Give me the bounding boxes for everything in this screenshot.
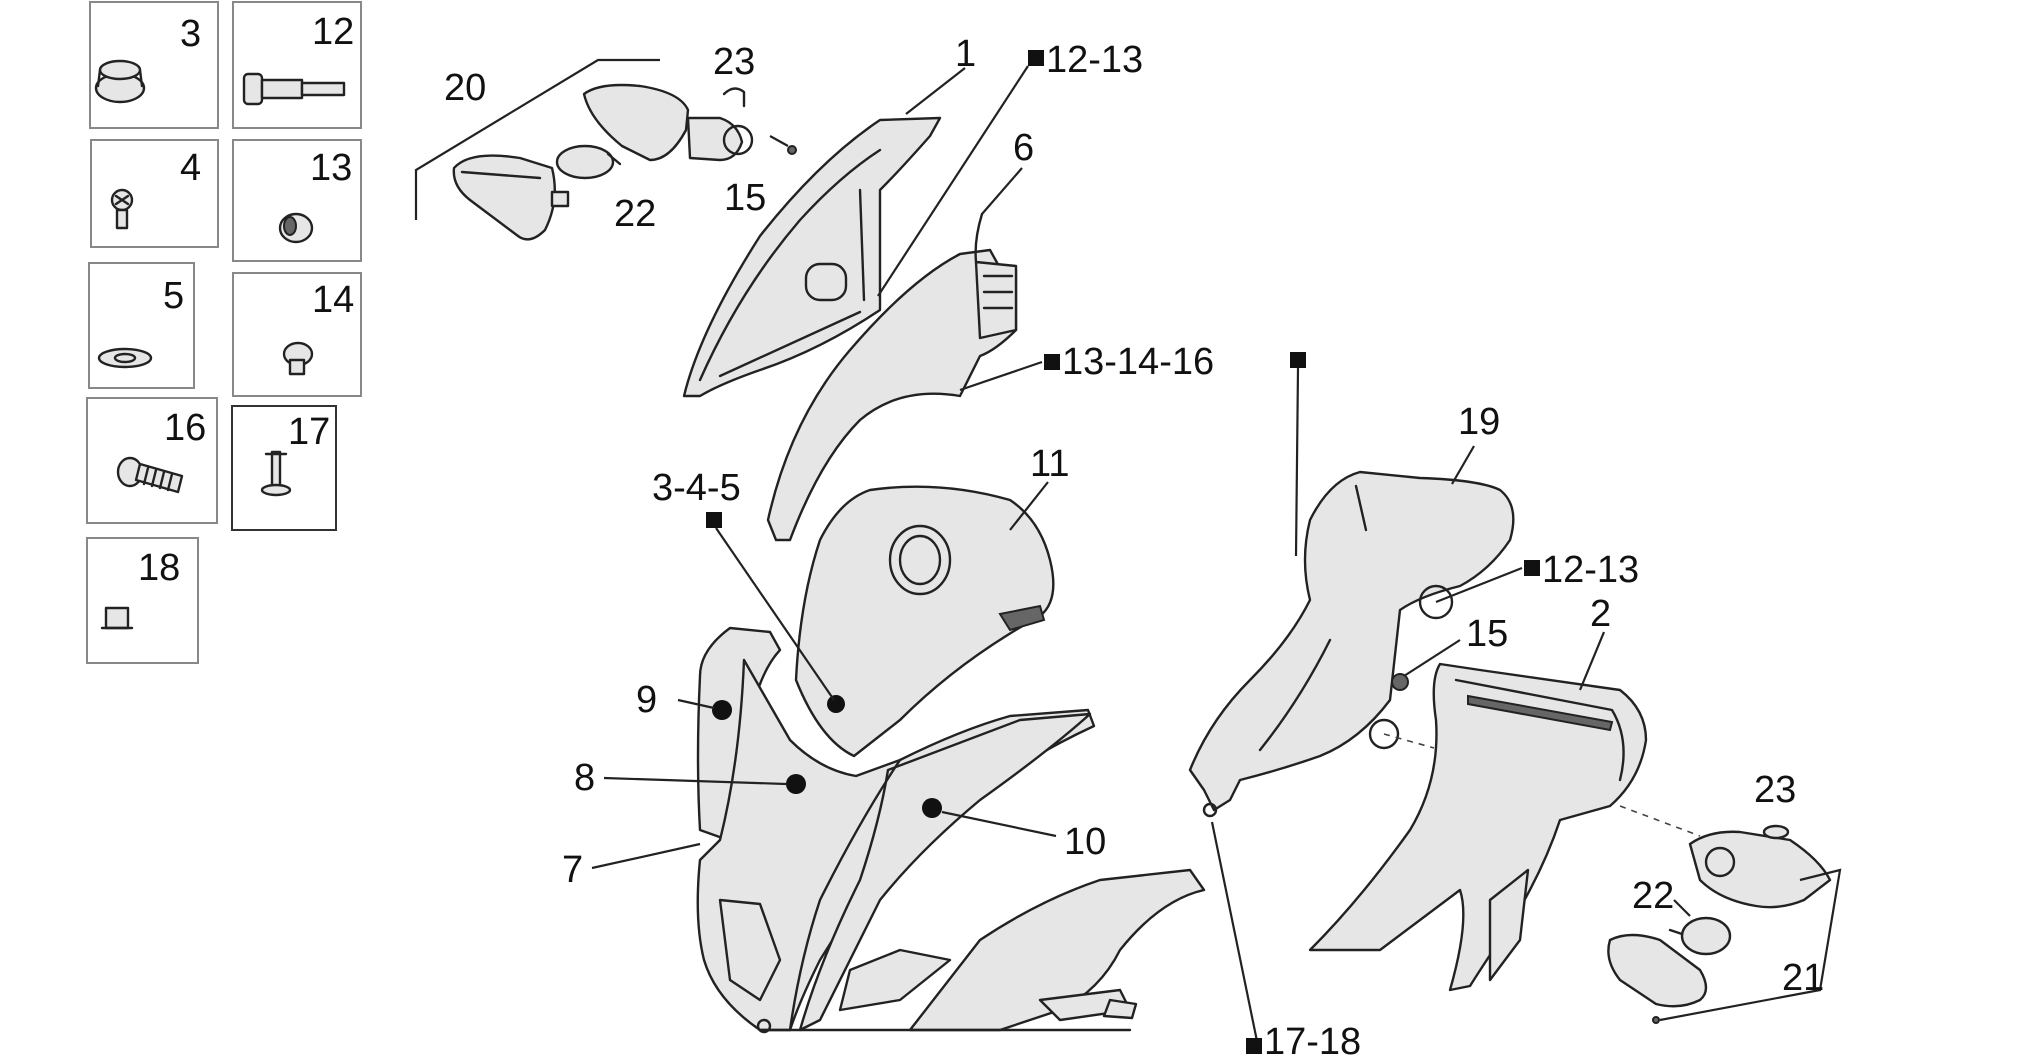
- inset-label-12: 12: [312, 11, 354, 53]
- inset-label-4: 4: [180, 147, 201, 189]
- part-6-side-duct: [766, 212, 1018, 542]
- turn-signal-housing-right: [1688, 824, 1832, 909]
- inset-box-16: 16: [86, 397, 218, 524]
- marker-square-19: [1290, 352, 1306, 368]
- callout-12-13-top: 12-13: [1046, 39, 1143, 81]
- bulb-22-right: [1668, 916, 1732, 956]
- turn-signal-lens-right: [1607, 933, 1708, 1008]
- part-11-upper-front-cover: [794, 485, 1055, 758]
- washer-icon: [97, 347, 153, 369]
- callout-9: 9: [636, 679, 657, 721]
- callout-23-right: 23: [1754, 769, 1796, 811]
- inset-label-17: 17: [288, 411, 330, 453]
- inset-label-16: 16: [164, 407, 206, 449]
- inset-box-18: 18: [86, 537, 199, 664]
- callout-12-13-right: 12-13: [1542, 549, 1639, 591]
- callout-11: 11: [1030, 443, 1069, 485]
- callout-21: 21: [1782, 957, 1824, 999]
- callout-8: 8: [574, 757, 595, 799]
- marker-dot-11: [827, 695, 845, 713]
- bolt-icon: [242, 72, 346, 106]
- inset-box-3: 3: [89, 1, 219, 129]
- turn-signal-housing-left: [582, 83, 797, 162]
- marker-dot-10: [922, 798, 942, 818]
- callout-22-right: 22: [1632, 875, 1674, 917]
- spring-nut-icon: [100, 606, 134, 630]
- callout-23-left: 23: [713, 41, 755, 83]
- marker-square-17-18: [1246, 1038, 1262, 1054]
- part-2-right-side-fairing: [1308, 662, 1648, 992]
- inset-box-17: 17: [231, 405, 337, 531]
- rubber-bushing-icon: [278, 212, 314, 244]
- long-screw-icon: [116, 456, 184, 494]
- rivet-nut-icon: [282, 341, 314, 376]
- inset-label-5: 5: [163, 275, 184, 317]
- push-clip-icon: [260, 450, 292, 497]
- inset-box-12: 12: [232, 1, 362, 129]
- callout-2: 2: [1590, 593, 1611, 635]
- callout-7: 7: [562, 849, 583, 891]
- inset-label-14: 14: [312, 279, 354, 321]
- part-1-front-inner-panel: [682, 116, 942, 398]
- callout-22-left: 22: [614, 193, 656, 235]
- part-19-right-inner-panel: [1188, 470, 1515, 818]
- callout-10: 10: [1064, 821, 1106, 863]
- marker-dot-8: [786, 774, 806, 794]
- marker-square-13-14-16: [1044, 354, 1060, 370]
- inset-label-13: 13: [310, 147, 352, 189]
- callout-13-14-16: 13-14-16: [1062, 341, 1214, 383]
- inset-label-18: 18: [138, 547, 180, 589]
- screw-icon: [110, 188, 134, 230]
- callout-19: 19: [1458, 401, 1500, 443]
- callout-17-18: 17-18: [1264, 1021, 1361, 1055]
- fastener-15-right: [1391, 673, 1409, 691]
- turn-signal-lens-left: [452, 154, 570, 241]
- callout-3-4-5: 3-4-5: [652, 467, 741, 509]
- callout-1: 1: [955, 33, 976, 75]
- inset-box-4: 4: [90, 139, 219, 248]
- callout-20: 20: [444, 67, 486, 109]
- marker-square-3-4-5: [706, 512, 722, 528]
- parts-7-8-9-10-front-fairing: [696, 626, 1206, 1034]
- marker-square-12-13-right: [1524, 560, 1540, 576]
- marker-dot-9: [712, 700, 732, 720]
- inset-label-3: 3: [180, 13, 201, 55]
- left-turn-signal-assembly: [414, 58, 797, 241]
- inset-box-14: 14: [232, 272, 362, 397]
- callout-6: 6: [1013, 127, 1034, 169]
- right-turn-signal-assembly: [1607, 805, 1842, 1024]
- bulb-22-left: [555, 144, 622, 180]
- grommet-icon: [94, 59, 146, 104]
- callout-15-left: 15: [724, 177, 766, 219]
- marker-square-12-13-top: [1028, 50, 1044, 66]
- inset-box-13: 13: [232, 139, 362, 262]
- inset-box-5: 5: [88, 262, 195, 389]
- callout-15-right: 15: [1466, 613, 1508, 655]
